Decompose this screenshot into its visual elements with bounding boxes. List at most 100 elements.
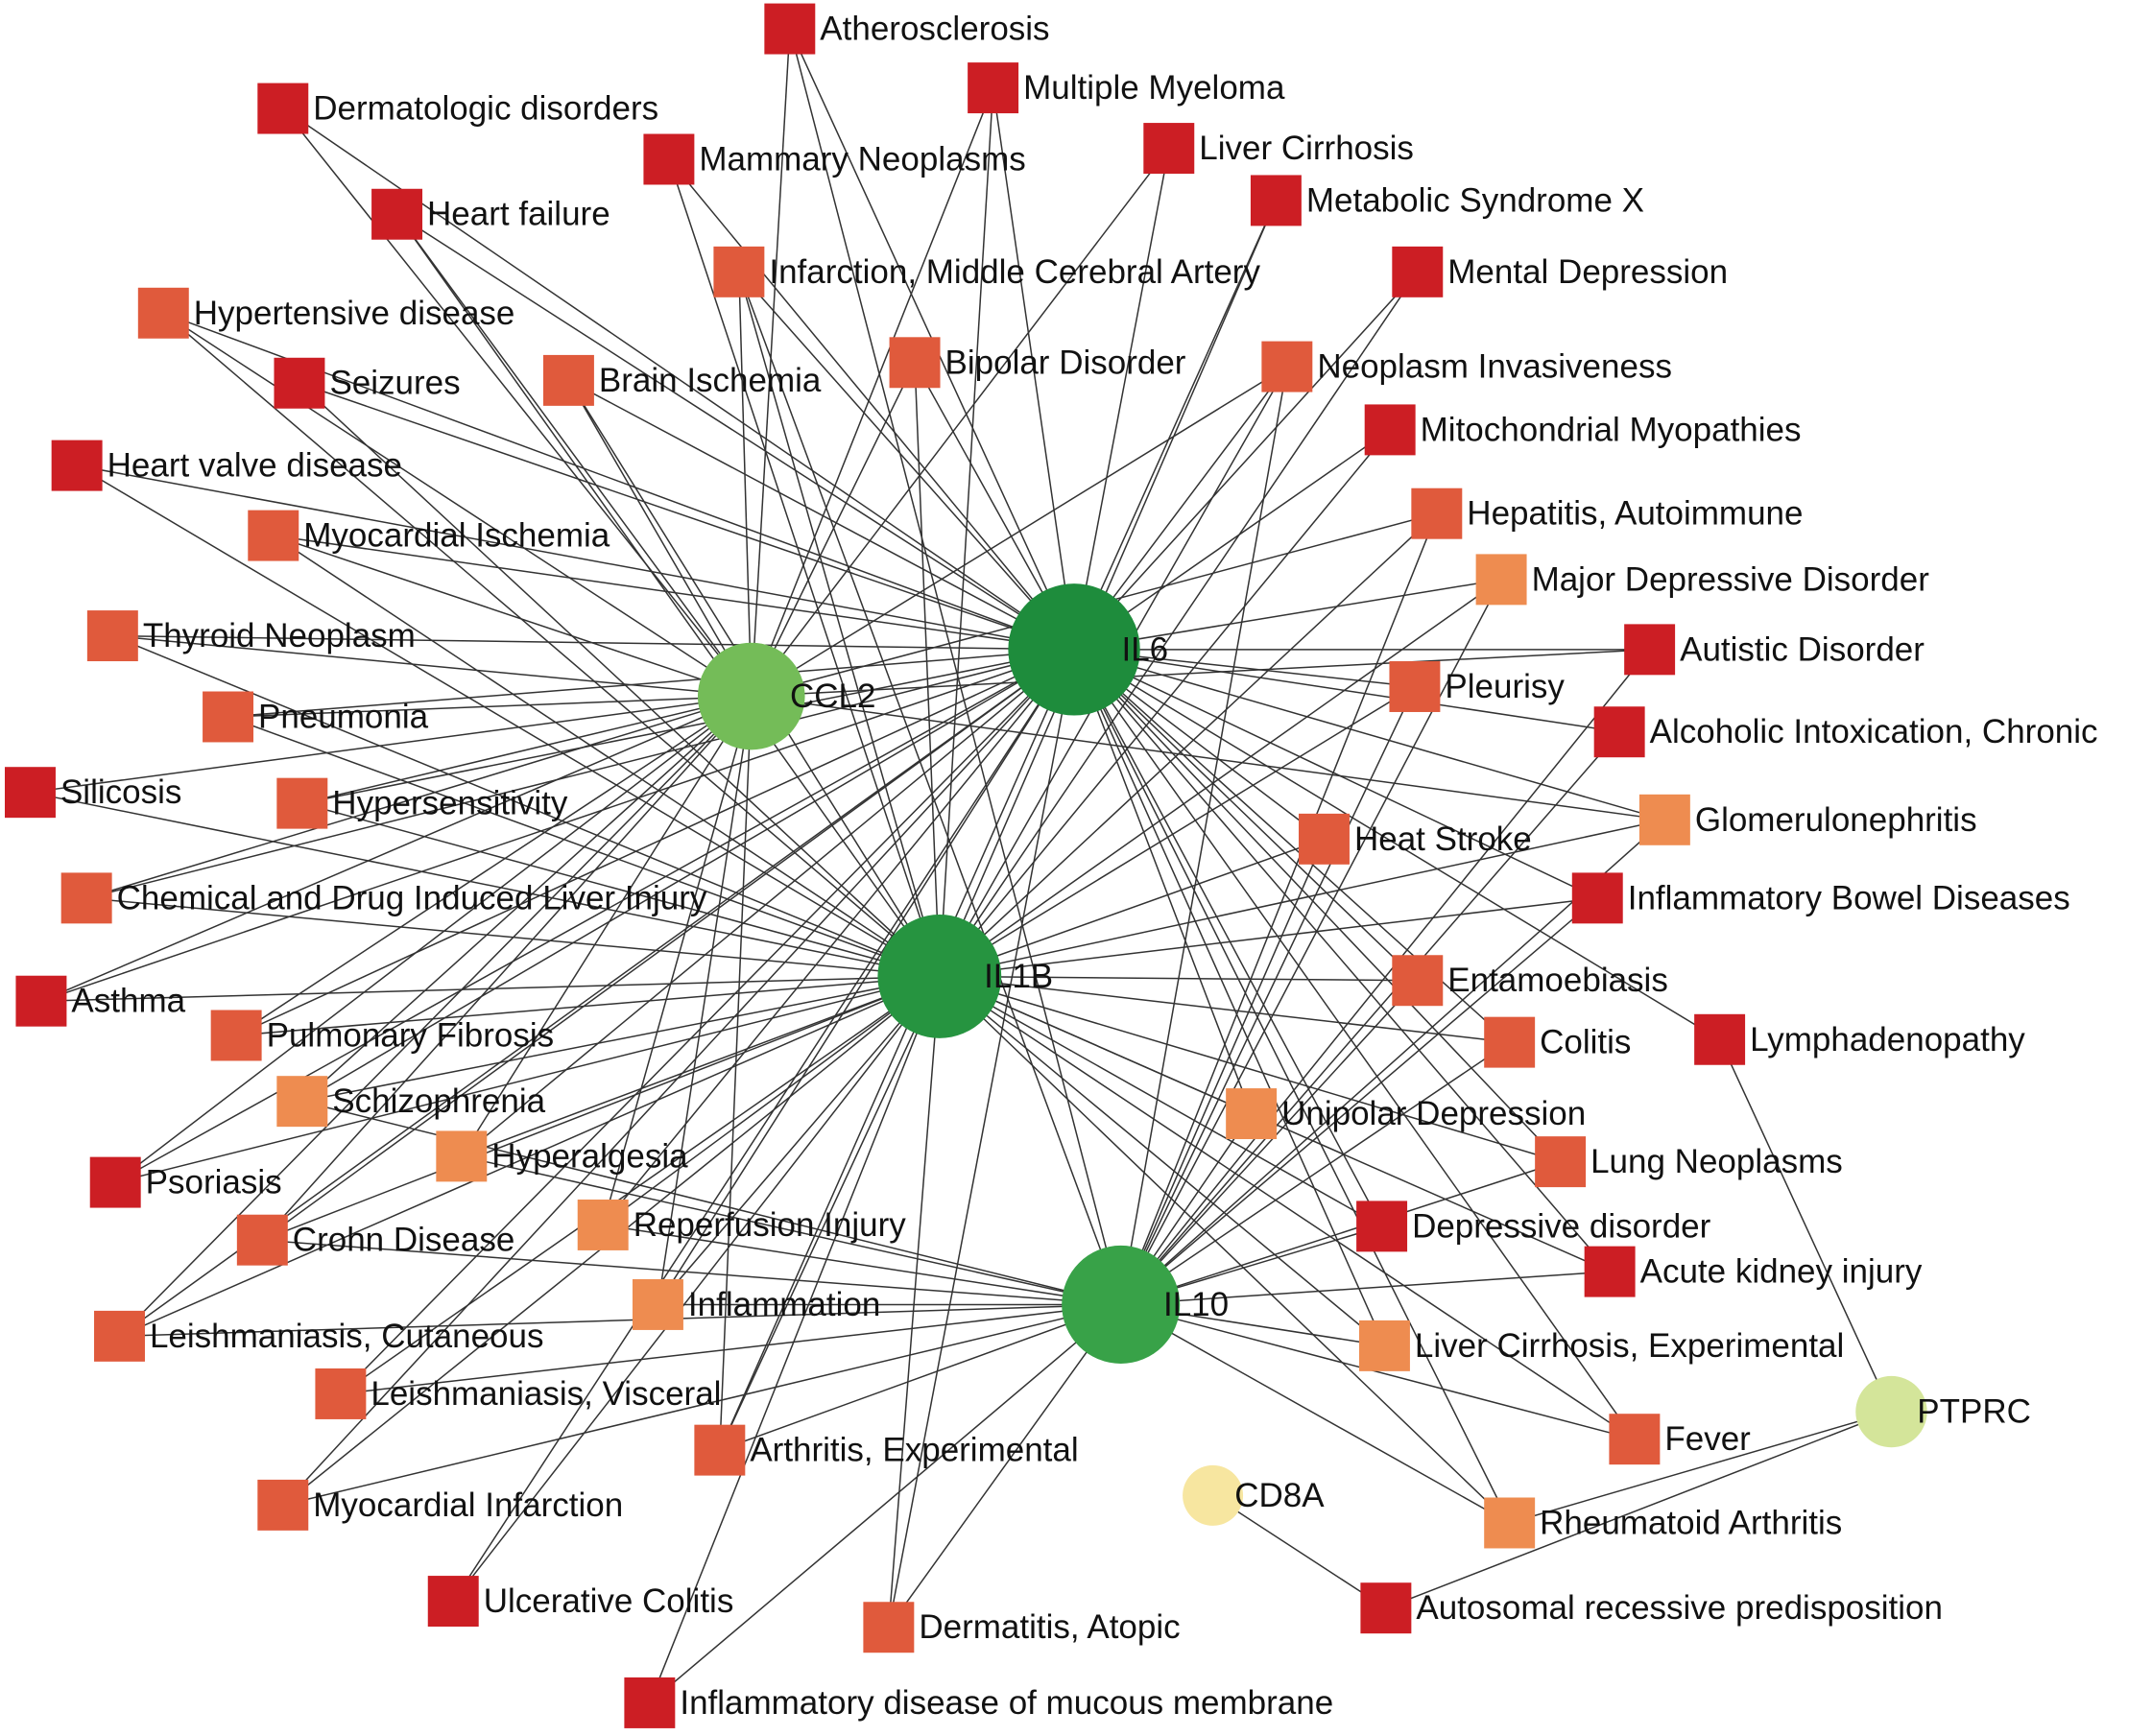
- disease-node-asthma[interactable]: Asthma: [15, 975, 186, 1027]
- disease-node-silicosis[interactable]: Silicosis: [5, 767, 181, 819]
- edge-mental_depression-IL1B: [939, 271, 1419, 977]
- disease-node-unipolar[interactable]: Unipolar Depression: [1226, 1088, 1586, 1140]
- disease-node-autosomal[interactable]: Autosomal recessive predisposition: [1360, 1582, 1943, 1634]
- disease-node-ulcerative[interactable]: Ulcerative Colitis: [427, 1576, 734, 1628]
- edge-infarction_mca-CCL2: [738, 272, 753, 697]
- disease-node-crohn[interactable]: Crohn Disease: [236, 1214, 514, 1266]
- disease-node-major_depressive[interactable]: Major Depressive Disorder: [1475, 554, 1930, 606]
- disease-node-mental_depression[interactable]: Mental Depression: [1392, 246, 1728, 297]
- disease-label: Liver Cirrhosis: [1199, 130, 1414, 167]
- disease-label: Myocardial Ischemia: [303, 517, 610, 555]
- disease-node-dermatologic[interactable]: Dermatologic disorders: [257, 83, 658, 134]
- disease-node-alcoholic[interactable]: Alcoholic Intoxication, Chronic: [1593, 706, 2098, 758]
- disease-node-atherosclerosis[interactable]: Atherosclerosis: [764, 3, 1050, 55]
- disease-node-autistic[interactable]: Autistic Disorder: [1624, 624, 1925, 676]
- disease-node-hyperalgesia[interactable]: Hyperalgesia: [436, 1130, 688, 1182]
- disease-node-colitis[interactable]: Colitis: [1484, 1016, 1631, 1068]
- disease-node-seizures[interactable]: Seizures: [274, 357, 461, 409]
- disease-node-neoplasm_invasiveness[interactable]: Neoplasm Invasiveness: [1261, 341, 1672, 392]
- disease-label: Inflammatory disease of mucous membrane: [680, 1684, 1333, 1722]
- disease-node-liver_cirrhosis[interactable]: Liver Cirrhosis: [1143, 123, 1414, 175]
- disease-label: Colitis: [1540, 1024, 1631, 1061]
- disease-node-lung_neoplasms[interactable]: Lung Neoplasms: [1535, 1136, 1843, 1188]
- edge-crohn-IL1B: [262, 975, 941, 1241]
- disease-node-reperfusion[interactable]: Reperfusion Injury: [577, 1199, 906, 1250]
- edge-arthritis_exp-IL6: [719, 649, 1075, 1451]
- edge-liver_cirrhosis_exp-IL6: [1073, 649, 1386, 1346]
- edge-ulcerative-IL1B: [452, 975, 941, 1603]
- disease-label: Ulcerative Colitis: [484, 1582, 734, 1620]
- edge-crohn-IL10: [262, 1239, 1121, 1306]
- disease-node-inflammation[interactable]: Inflammation: [632, 1278, 880, 1330]
- disease-label: Infarction, Middle Cerebral Artery: [769, 253, 1260, 291]
- disease-square: [257, 1479, 309, 1531]
- disease-node-arthritis_exp[interactable]: Arthritis, Experimental: [694, 1424, 1079, 1476]
- disease-node-mammary[interactable]: Mammary Neoplasms: [643, 133, 1026, 185]
- gene-node-il1b[interactable]: IL1B: [877, 915, 1053, 1038]
- edge-arthritis_exp-IL1B: [719, 976, 941, 1451]
- edge-rheumatoid-PTPRC: [1509, 1411, 1892, 1524]
- gene-node-il6[interactable]: IL6: [1008, 583, 1168, 716]
- disease-node-hypersensitivity[interactable]: Hypersensitivity: [276, 777, 568, 829]
- disease-label: Autistic Disorder: [1680, 630, 1925, 668]
- disease-node-multiple_myeloma[interactable]: Multiple Myeloma: [968, 62, 1285, 114]
- disease-node-heart_valve[interactable]: Heart valve disease: [51, 440, 402, 491]
- disease-node-myocardial_ischemia[interactable]: Myocardial Ischemia: [248, 510, 610, 561]
- disease-node-infarction_mca[interactable]: Infarction, Middle Cerebral Artery: [713, 246, 1260, 297]
- edge-dermatitis-IL1B: [888, 976, 941, 1628]
- disease-label: Inflammatory Bowel Diseases: [1628, 879, 2070, 916]
- disease-label: Asthma: [71, 983, 185, 1020]
- disease-node-pneumonia[interactable]: Pneumonia: [203, 691, 429, 743]
- disease-square: [632, 1278, 683, 1330]
- disease-node-psoriasis[interactable]: Psoriasis: [89, 1156, 282, 1208]
- disease-square: [276, 1076, 328, 1128]
- disease-node-hepatitis_ai[interactable]: Hepatitis, Autoimmune: [1411, 488, 1803, 539]
- disease-node-hypertensive[interactable]: Hypertensive disease: [137, 287, 515, 339]
- disease-node-leish_cut[interactable]: Leishmaniasis, Cutaneous: [94, 1310, 543, 1362]
- disease-node-metabolic[interactable]: Metabolic Syndrome X: [1250, 175, 1644, 226]
- edge-inflammation-IL6: [657, 649, 1075, 1305]
- gene-node-cd8a[interactable]: CD8A: [1183, 1464, 1325, 1526]
- disease-node-acute_kidney[interactable]: Acute kidney injury: [1584, 1246, 1923, 1297]
- disease-node-entamoebiasis[interactable]: Entamoebiasis: [1392, 955, 1668, 1007]
- disease-square: [1609, 1414, 1661, 1465]
- disease-node-depressive[interactable]: Depressive disorder: [1356, 1201, 1711, 1252]
- disease-node-rheumatoid[interactable]: Rheumatoid Arthritis: [1484, 1497, 1842, 1549]
- gene-node-ccl2[interactable]: CCL2: [697, 642, 875, 750]
- edge-liver_cirrhosis-CCL2: [751, 148, 1170, 697]
- disease-node-leish_visc[interactable]: Leishmaniasis, Visceral: [315, 1367, 721, 1419]
- gene-node-il10[interactable]: IL10: [1062, 1245, 1229, 1364]
- gene-node-ptprc[interactable]: PTPRC: [1855, 1375, 2031, 1448]
- disease-square: [86, 610, 138, 662]
- disease-square: [274, 357, 325, 409]
- disease-node-lymphadenopathy[interactable]: Lymphadenopathy: [1694, 1013, 2025, 1065]
- disease-square: [436, 1130, 488, 1182]
- disease-label: Dermatitis, Atopic: [919, 1608, 1180, 1646]
- disease-node-fever[interactable]: Fever: [1609, 1414, 1751, 1465]
- disease-node-chemical_liver[interactable]: Chemical and Drug Induced Liver Injury: [60, 872, 707, 924]
- disease-node-dermatitis[interactable]: Dermatitis, Atopic: [863, 1602, 1181, 1653]
- disease-node-pleurisy[interactable]: Pleurisy: [1389, 661, 1565, 712]
- disease-node-bipolar[interactable]: Bipolar Disorder: [889, 337, 1186, 389]
- disease-node-inflam_mucous[interactable]: Inflammatory disease of mucous membrane: [624, 1677, 1333, 1728]
- disease-node-glomerulonephritis[interactable]: Glomerulonephritis: [1638, 794, 1977, 845]
- disease-label: Pleurisy: [1445, 668, 1565, 705]
- disease-node-heart_failure[interactable]: Heart failure: [371, 188, 610, 240]
- gene-circle: [877, 915, 1002, 1038]
- disease-node-liver_cirrhosis_exp[interactable]: Liver Cirrhosis, Experimental: [1358, 1320, 1844, 1371]
- disease-node-pulmonary_fibrosis[interactable]: Pulmonary Fibrosis: [210, 1010, 555, 1061]
- disease-node-myocardial_infarction[interactable]: Myocardial Infarction: [257, 1479, 623, 1531]
- disease-node-mitochondrial[interactable]: Mitochondrial Myopathies: [1364, 404, 1802, 456]
- edge-lung_neoplasms-IL10: [1120, 1160, 1561, 1306]
- disease-node-thyroid[interactable]: Thyroid Neoplasm: [86, 610, 416, 662]
- disease-node-schizophrenia[interactable]: Schizophrenia: [276, 1076, 546, 1128]
- edge-ibd-IL1B: [939, 897, 1598, 978]
- disease-label: Hepatitis, Autoimmune: [1467, 495, 1803, 533]
- edge-fever-IL10: [1120, 1303, 1636, 1440]
- disease-node-brain_ischemia[interactable]: Brain Ischemia: [542, 354, 822, 406]
- gene-circle: [1008, 583, 1140, 716]
- disease-node-heat_stroke[interactable]: Heat Stroke: [1299, 813, 1532, 865]
- edge-myocardial_infarction-IL10: [282, 1303, 1121, 1507]
- disease-node-ibd[interactable]: Inflammatory Bowel Diseases: [1571, 872, 2070, 924]
